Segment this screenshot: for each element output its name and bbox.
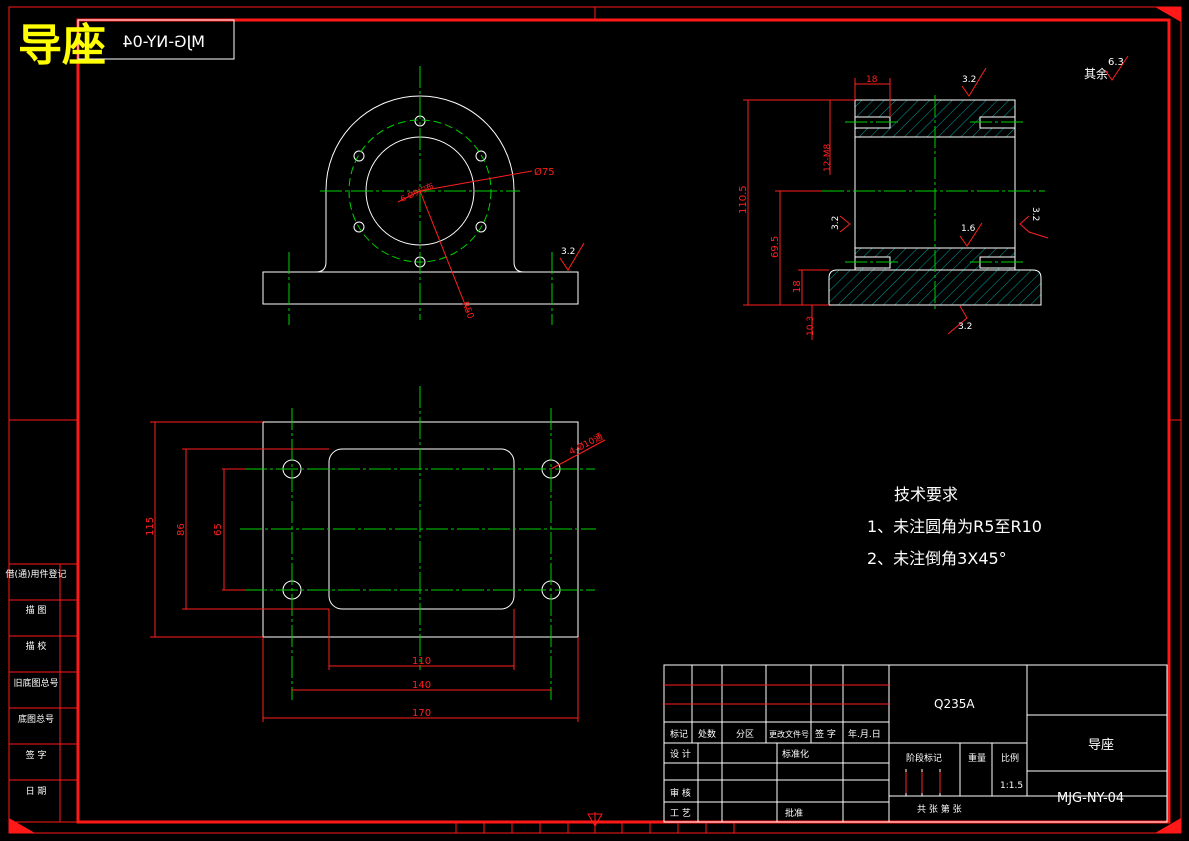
left-strip <box>8 563 79 823</box>
roughness-other-value: 6.3 <box>1108 57 1124 68</box>
design-label: 设 计 <box>670 748 691 760</box>
dim-center: 69.5 <box>770 236 781 258</box>
bolt-hole <box>353 221 365 233</box>
top-view: 4-Ø10通 115 86 65 110 140 170 <box>145 386 606 722</box>
strip-label-2: 描 校 <box>26 640 47 652</box>
dim-170: 170 <box>412 708 431 719</box>
hdr-count: 处数 <box>698 728 716 740</box>
rough-left: 3.2 <box>831 216 841 230</box>
dim-thread: 12-M8 <box>823 144 833 172</box>
front-view: Ø75 6-Ø9均布 R50 3.2 <box>262 66 585 325</box>
strip-label-5: 签 字 <box>26 749 47 761</box>
strip-label-6: 日 期 <box>26 786 47 797</box>
corner-mark-bl <box>9 818 35 833</box>
material: Q235A <box>934 697 975 711</box>
title-block <box>663 664 1168 823</box>
dim-110: 110 <box>412 656 431 667</box>
dim-height: 110.5 <box>738 185 749 214</box>
drawing-no: MJG-NY-04 <box>1057 791 1124 806</box>
roughness-other-label: 其余 <box>1084 66 1108 81</box>
rough-inner: 1.6 <box>961 224 976 234</box>
title-block-text: Q235A 导座 MJG-NY-04 1:1.5 标记 处数 分区 更改文件号 … <box>670 697 1124 819</box>
review-label: 审 核 <box>670 787 691 799</box>
mirrored-code: MJG-NY-04 <box>122 32 205 51</box>
side-view: 18 12-M8 110.5 69.5 18 10.3 3.2 3.2 3.2 … <box>738 67 1049 340</box>
roughness-other-symbol <box>1104 55 1129 81</box>
hdr-date: 年.月.日 <box>848 728 881 740</box>
strip-label-0: 借(通)用件登记 <box>5 568 66 580</box>
strip-label-1: 描 图 <box>26 604 47 616</box>
rough-top: 3.2 <box>962 75 976 85</box>
dim-dia-outer: Ø75 <box>534 166 555 178</box>
dim-base: 18 <box>792 280 803 293</box>
corner-mark-br <box>1155 818 1181 833</box>
tech-req-title: 技术要求 <box>894 485 958 504</box>
holes-note: 4-Ø10通 <box>567 431 605 457</box>
scale-label: 比例 <box>1001 752 1019 764</box>
dim-86: 86 <box>176 523 187 536</box>
hdr-docno: 更改文件号 <box>769 729 809 739</box>
outer-arc <box>325 95 515 191</box>
code-box <box>77 19 235 60</box>
tech-req-line2: 2、未注倒角3X45° <box>867 549 1007 568</box>
hdr-mark: 标记 <box>670 728 688 740</box>
hdr-sign: 签 字 <box>815 728 836 740</box>
center-arrow-bottom <box>587 813 603 827</box>
rough-base: 3.2 <box>561 247 575 257</box>
process-label: 工 艺 <box>670 808 691 819</box>
title-overlay: 导座 <box>18 20 106 71</box>
bolt-hole <box>353 150 365 162</box>
weight-label: 重量 <box>968 752 986 764</box>
tech-req-line1: 1、未注圆角为R5至R10 <box>867 517 1042 536</box>
bolt-hole <box>475 150 487 162</box>
rough-bottom: 3.2 <box>958 322 972 332</box>
strip-label-3: 旧底图总号 <box>13 677 58 689</box>
dim-65: 65 <box>213 523 224 536</box>
dim-radius: R50 <box>459 300 475 320</box>
left-strip-labels: 借(通)用件登记 描 图 描 校 旧底图总号 底图总号 签 字 日 期 <box>5 568 66 797</box>
bolt-hole <box>475 221 487 233</box>
approve-label: 批准 <box>785 807 803 819</box>
strip-label-4: 底图总号 <box>18 713 54 725</box>
dim-115: 115 <box>145 517 156 536</box>
sheets-label: 共 张 第 张 <box>917 803 962 815</box>
standard-label: 标准化 <box>782 748 809 760</box>
hdr-zone: 分区 <box>736 729 754 740</box>
dim-dia-holes: 6-Ø9均布 <box>399 180 435 204</box>
rough-right: 3.2 <box>1030 207 1040 221</box>
part-name: 导座 <box>1088 738 1114 753</box>
dim-140: 140 <box>412 680 431 691</box>
scale: 1:1.5 <box>1000 781 1023 791</box>
title-block-red-grid <box>664 684 941 793</box>
dim-top: 18 <box>866 75 878 85</box>
inner-border <box>76 18 1171 824</box>
bottom-ruler <box>455 822 735 833</box>
corner-mark-tr <box>1155 7 1181 22</box>
stage-mark-label: 阶段标记 <box>906 752 942 764</box>
dim-bottom: 10.3 <box>806 316 816 336</box>
